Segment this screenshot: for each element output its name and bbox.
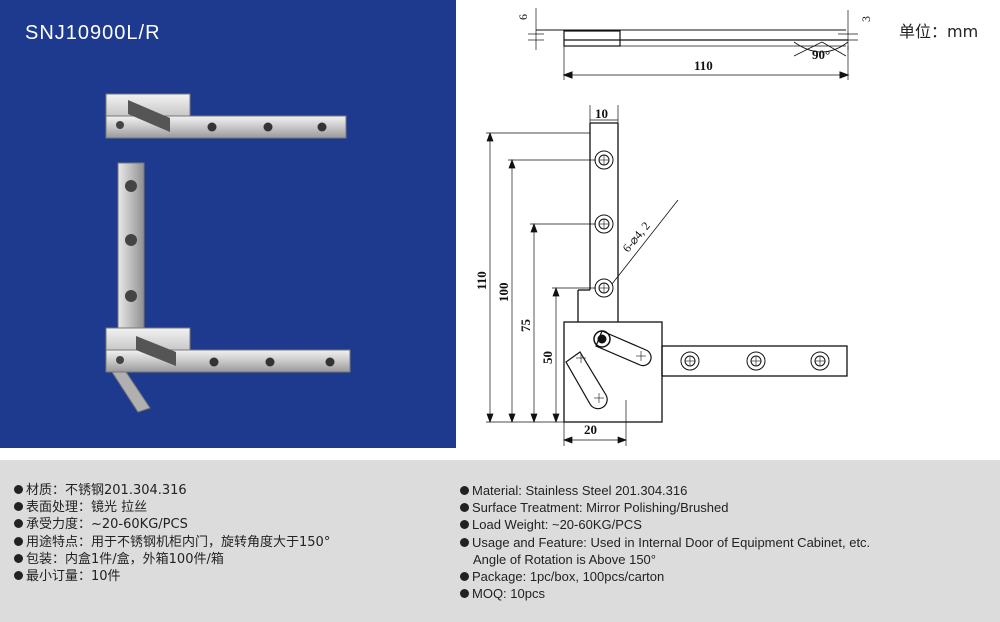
spec-en-surface: Surface Treatment: Mirror Polishing/Brus… — [460, 499, 870, 516]
spec-cn-material: 材质：不锈钢201.304.316 — [14, 482, 330, 499]
spec-en-package: Package: 1pc/box, 100pcs/carton — [460, 568, 870, 585]
spec-cn-usage: 用途特点：用于不锈钢机柜内门，旋转角度大于150° — [14, 534, 330, 551]
specs-chinese: 材质：不锈钢201.304.316 表面处理：镜光 拉丝 承受力度：~20-60… — [14, 482, 330, 585]
spec-en-rotation: Angle of Rotation is Above 150° — [473, 551, 656, 567]
unit-label: 单位：mm — [899, 22, 979, 41]
spec-cn-package: 包装：内盒1件/盒，外箱100件/箱 — [14, 551, 330, 568]
technical-drawing: 6 3 90° 110 — [456, 0, 1000, 448]
spec-en-material: Material: Stainless Steel 201.304.316 — [460, 482, 870, 499]
spec-cn-load: 承受力度：~20-60KG/PCS — [14, 516, 330, 533]
side-view — [528, 8, 858, 80]
specs-english: Material: Stainless Steel 201.304.316 Su… — [460, 482, 870, 602]
dim-h75: 75 — [518, 319, 533, 333]
spec-en-usage: Usage and Feature: Used in Internal Door… — [460, 534, 870, 551]
dim-width-10: 10 — [595, 106, 608, 121]
dim-angle: 90° — [812, 47, 830, 62]
hinge-vertical-piece — [117, 162, 145, 356]
dim-hole-spec: 6-⌀4, 2 — [620, 219, 653, 255]
hinge-top-piece — [105, 93, 347, 139]
dim-h50: 50 — [540, 351, 555, 364]
spec-cn-moq: 最小订量：10件 — [14, 568, 330, 585]
dim-h100: 100 — [496, 283, 511, 303]
dimension-lines — [486, 105, 627, 446]
model-number: SNJ10900L/R — [25, 22, 161, 44]
front-view — [563, 122, 848, 423]
dim-h110: 110 — [474, 271, 489, 290]
dim-w20: 20 — [584, 422, 597, 437]
spec-en-moq: MOQ: 10pcs — [460, 585, 870, 602]
dim-top-thickness: 6 — [516, 14, 530, 20]
drawing-svg: 6 3 90° 110 — [474, 8, 873, 446]
product-photo-panel: SNJ10900L/R — [0, 0, 456, 448]
dim-length-top: 110 — [694, 58, 713, 73]
dim-top-right: 3 — [859, 16, 873, 22]
hinge-photo — [105, 93, 351, 413]
spec-en-load: Load Weight: ~20-60KG/PCS — [460, 516, 870, 533]
specifications-panel: 材质：不锈钢201.304.316 表面处理：镜光 拉丝 承受力度：~20-60… — [0, 460, 1000, 622]
spec-cn-surface: 表面处理：镜光 拉丝 — [14, 499, 330, 516]
hinge-bottom-piece — [105, 327, 351, 413]
